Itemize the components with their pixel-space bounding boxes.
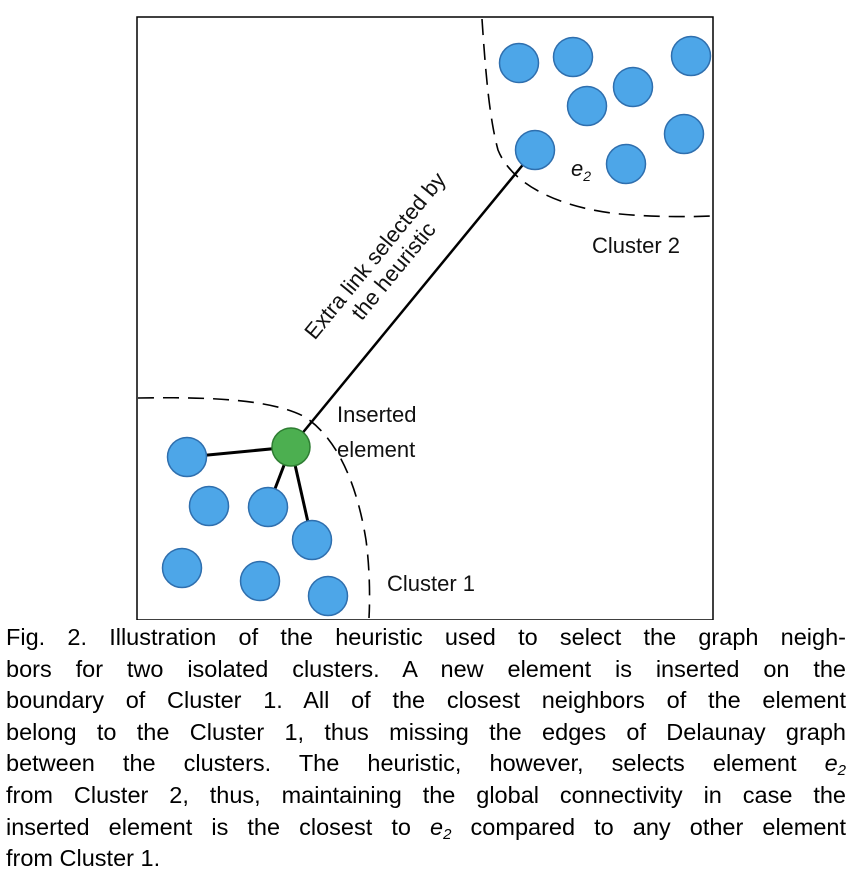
cluster-1-label: Cluster 1	[387, 571, 475, 596]
cluster-1-node	[166, 436, 208, 478]
cluster-1-node	[307, 575, 349, 617]
link-label-line1: Extra link selected by	[299, 167, 450, 344]
inserted-label-line2: element	[337, 437, 415, 462]
figure-caption: Fig. 2. Illustration of the heuristic us…	[6, 622, 846, 875]
caption-e2-symbol: e2	[430, 813, 452, 843]
diagram: e2 Cluster 2 Inserted element Cluster 1 …	[136, 16, 714, 620]
caption-line: inserted element is the closest to e2 co…	[6, 813, 846, 843]
cluster-2-node	[498, 42, 540, 84]
diagram-frame	[136, 16, 714, 620]
extra-link-edge	[290, 149, 536, 448]
cluster-2-node	[566, 85, 608, 127]
caption-line: from Cluster 1.	[6, 845, 161, 872]
e2-label: e2	[571, 156, 591, 184]
cluster-2-node	[552, 36, 594, 78]
cluster-2-node	[612, 66, 654, 108]
caption-e2-symbol: e2	[824, 750, 846, 780]
cluster-1-node	[239, 560, 281, 602]
inserted-element-node	[271, 427, 311, 467]
cluster-1-boundary	[137, 396, 371, 619]
caption-line: boundary of Cluster 1. All of the closes…	[6, 687, 846, 714]
cluster-2-node	[605, 143, 647, 185]
cluster-2-node	[663, 113, 705, 155]
cluster-1-node	[247, 486, 289, 528]
caption-line: between the clusters. The heuristic, how…	[6, 750, 846, 780]
cluster-2-label: Cluster 2	[592, 233, 680, 258]
cluster-2-node	[670, 35, 712, 77]
cluster-2-node-e2	[514, 129, 556, 171]
caption-line: Fig. 2. Illustration of the heuristic us…	[6, 624, 846, 650]
cluster-1-node	[291, 519, 333, 561]
cluster-1-node	[188, 485, 230, 527]
inserted-label-line1: Inserted	[337, 402, 417, 427]
caption-line: belong to the Cluster 1, thus missing th…	[6, 718, 846, 745]
caption-line: from Cluster 2, thus, maintaining the gl…	[6, 781, 846, 808]
caption-line: bors for two isolated clusters. A new el…	[6, 655, 846, 682]
cluster-1-node	[161, 547, 203, 589]
cluster-2-boundary	[481, 18, 713, 218]
